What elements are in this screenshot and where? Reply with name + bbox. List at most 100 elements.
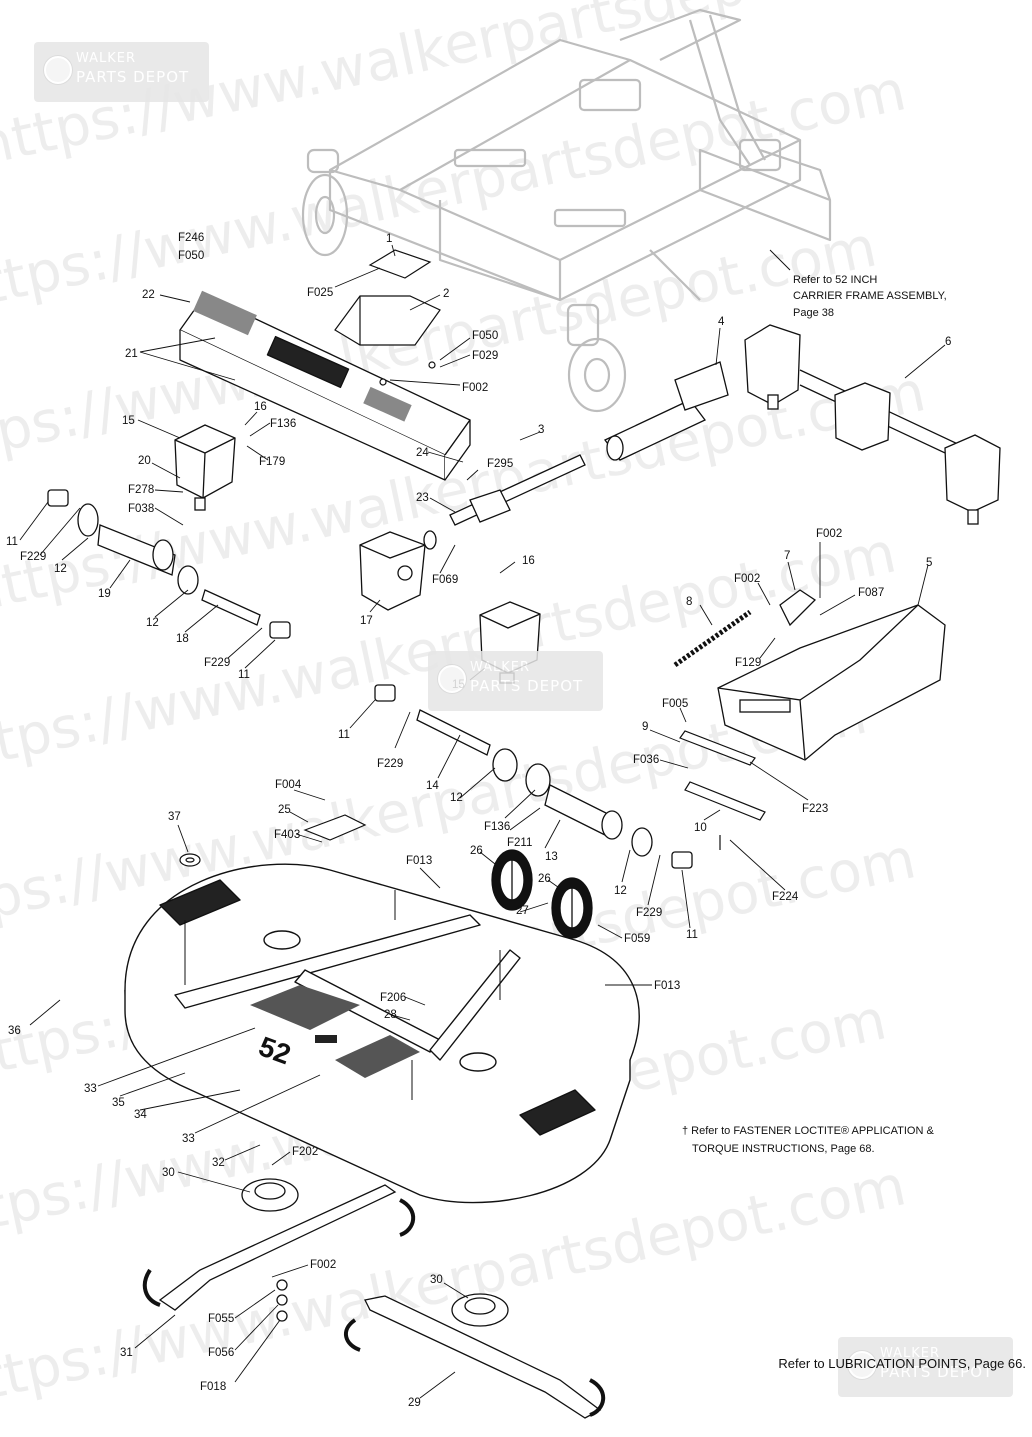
hinge-parts [679,730,766,850]
pulleys [491,849,593,939]
callout-label: 9 [642,721,648,733]
callout-label: 31 [120,1347,133,1359]
badge-line2: PARTS DEPOT [470,677,584,695]
leader-line [769,249,791,271]
callout-label: 10 [694,822,707,834]
discharge-chute [673,589,946,761]
callout-label: F002 [462,382,488,394]
callout-label: 7 [784,550,790,562]
badge-line1: WALKER [76,51,137,66]
callout-label: 17 [360,615,373,627]
badge-line1: WALKER [470,660,531,675]
loctite-note-line: † Refer to FASTENER LOCTITE® APPLICATION… [682,1125,934,1137]
callout-label: F036 [633,754,659,766]
callout-label: F002 [310,1259,336,1271]
callout-label: F055 [208,1313,234,1325]
callout-label: F056 [208,1347,234,1359]
callout-label: 36 [8,1025,21,1037]
callout-label: 1 [386,233,392,245]
logo-icon [438,665,466,693]
callout-label: 18 [176,633,189,645]
carrier-frame-note-line: CARRIER FRAME ASSEMBLY, [793,290,947,302]
callout-label: 16 [254,401,267,413]
carrier-frame-ghost [301,8,832,413]
callout-label: 12 [614,885,627,897]
leader-lines [19,244,946,1399]
loctite-note-line: TORQUE INSTRUCTIONS, Page 68. [692,1143,875,1155]
gearbox-17 [359,530,437,611]
callout-label: F002 [734,573,760,585]
callout-label: 27 [516,905,529,917]
callout-label: F013 [654,980,680,992]
carrier-frame-note-line: Refer to 52 INCH [793,274,877,286]
callout-label: F211 [507,837,532,849]
callout-label: 11 [6,536,18,548]
reference-notes: Refer to 52 INCH CARRIER FRAME ASSEMBLY,… [682,274,947,1155]
callout-label: 12 [54,563,67,575]
callout-label: F129 [735,657,761,669]
spindle-left [47,489,291,639]
callout-label: 23 [416,492,429,504]
callout-label: F069 [432,574,458,586]
watermark-badge: WALKER PARTS DEPOT [428,651,603,711]
callout-label: F246 [178,232,204,244]
badge-line1: WALKER [880,1346,941,1361]
callout-label: F224 [772,891,799,903]
callout-label: 26 [470,845,483,857]
bracket-25 [179,814,367,867]
callout-label: F050 [472,330,498,342]
watermark-badge: WALKER PARTS DEPOT [838,1337,1013,1397]
callout-label: F005 [662,698,688,710]
callout-label: F229 [636,907,662,919]
carrier-frame-note-line: Page 38 [793,307,834,319]
callout-label: 11 [338,729,350,741]
callout-label: 6 [945,336,951,348]
callout-label: 2 [443,288,449,300]
callout-label: F229 [204,657,230,669]
callout-labels: F246 F050 1 F025 22 2 21 F050 F029 F002 … [6,232,951,1409]
callout-label: 4 [718,316,725,328]
callout-label: 12 [146,617,159,629]
callout-label: 20 [138,455,151,467]
badge-line2: PARTS DEPOT [76,68,190,86]
logo-icon [848,1351,876,1379]
callout-label: 33 [182,1133,195,1145]
callout-label: 37 [168,811,181,823]
callout-label: 28 [384,1009,397,1021]
callout-label: 8 [686,596,692,608]
callout-label: 29 [408,1397,421,1409]
callout-label: 30 [430,1274,443,1286]
callout-label: F403 [274,829,300,841]
callout-label: 33 [84,1083,97,1095]
badge-line2: PARTS DEPOT [880,1363,994,1381]
watermark-badge: WALKER PARTS DEPOT [34,42,209,102]
spindle-center [374,684,693,869]
callout-label: 25 [278,804,291,816]
callout-label: F179 [259,456,285,468]
callout-label: 35 [112,1097,125,1109]
callout-label: F278 [128,484,154,496]
callout-label: 5 [926,557,932,569]
callout-label: F002 [816,528,842,540]
callout-label: F295 [487,458,513,470]
lubrication-note: Refer to LUBRICATION POINTS, Page 66. [778,1356,1026,1371]
callout-label: 3 [538,424,544,436]
callout-label: 16 [522,555,535,567]
callout-label: 19 [98,588,111,600]
callout-label: F229 [377,758,403,770]
mower-deck [124,863,640,1204]
logo-icon [44,56,72,84]
callout-label: F202 [292,1146,318,1158]
callout-label: 22 [142,289,155,301]
callout-label: 13 [545,851,558,863]
callout-label: F018 [200,1381,226,1393]
callout-label: 11 [238,669,250,681]
rotation-arrows [142,1198,606,1417]
callout-label: F013 [406,855,432,867]
belt-cover-assembly [179,290,471,481]
callout-label: F004 [275,779,302,791]
callout-label: F136 [270,418,296,430]
callout-label: F025 [307,287,333,299]
callout-label: 11 [686,929,698,941]
